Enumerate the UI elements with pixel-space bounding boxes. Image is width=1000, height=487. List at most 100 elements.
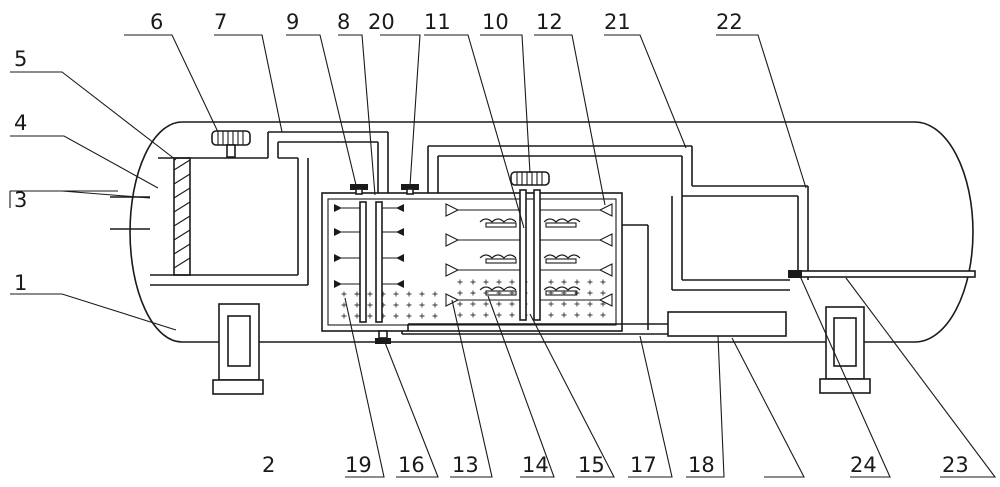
filler-mark [470,301,476,307]
filler-mark [600,279,606,285]
spray-nozzles [445,203,613,307]
filler-mark [574,312,580,318]
callout-18: 18 [688,453,715,477]
return-pipe [427,145,693,330]
callout-3: 3 [14,188,27,212]
reaction-box [321,192,623,332]
filler-mark [561,301,567,307]
filler-mark [561,312,567,318]
valve-16 [375,330,391,344]
pretreatment-chamber [150,131,389,286]
filler-mark [432,291,438,297]
callout-10: 10 [482,10,509,34]
filler-mark [483,301,489,307]
filler-mark [367,313,373,319]
callout-16: 16 [398,453,425,477]
filler-mark [341,313,347,319]
filler-mark [406,302,412,308]
filler-mark [470,290,476,296]
filler-mark [367,302,373,308]
filler-mark [496,279,502,285]
callout-2: 2 [262,453,275,477]
filler-mark [341,302,347,308]
callout-4: 4 [14,111,27,135]
filler-mark [432,302,438,308]
motor-6 [211,130,251,158]
filler-mark [419,291,425,297]
callout-labels: 1 2 3 4 5 6 7 9 8 20 11 10 12 21 22 19 1… [14,10,969,477]
filler-mark [587,312,593,318]
filler-mark [587,290,593,296]
filler-mark [496,301,502,307]
filler-mark [600,290,606,296]
right-chamber [671,185,809,291]
callout-24: 24 [850,453,877,477]
filler-mark [587,301,593,307]
filler-mark [457,312,463,318]
tank-body [129,121,974,343]
filler-mark [600,312,606,318]
filler-mark [574,290,580,296]
callout-1: 1 [14,271,27,295]
callout-22: 22 [716,10,743,34]
support-left [212,303,264,395]
filler-mark [393,302,399,308]
filler-mark [341,291,347,297]
filler-mark [509,301,515,307]
filler-mark [587,279,593,285]
filler-mark [509,279,515,285]
central-shaft [519,189,541,321]
filler-mark [470,312,476,318]
callout-11: 11 [424,10,451,34]
callout-12: 12 [536,10,563,34]
valve-20 [401,184,419,195]
callout-21: 21 [604,10,631,34]
outlet-pipe [788,270,976,278]
filler-mark [457,279,463,285]
callout-13: 13 [452,453,479,477]
filler-mark [548,312,554,318]
valve-9 [350,184,368,195]
filler-mark [470,279,476,285]
filler-mark [548,279,554,285]
filler-mark [354,313,360,319]
leader-lines [9,34,997,478]
filler-mark [406,291,412,297]
filler-mark [457,290,463,296]
callout-8: 8 [337,10,350,34]
callout-20: 20 [368,10,395,34]
filler-mark [483,312,489,318]
filler-mark [406,313,412,319]
filler-mark [548,301,554,307]
filler-mark [419,313,425,319]
callout-9: 9 [286,10,299,34]
callout-17: 17 [630,453,657,477]
filter-screen [173,157,191,276]
sludge-pipe [401,311,787,337]
filler-mark [354,291,360,297]
motor-10 [510,171,550,186]
filler-mark [483,279,489,285]
filler-mark [393,291,399,297]
callout-5: 5 [14,47,27,71]
filler-mark [432,313,438,319]
filler-mark [354,302,360,308]
callout-15: 15 [578,453,605,477]
filler-mark [367,291,373,297]
callout-23: 23 [942,453,969,477]
filler-mark [496,312,502,318]
filler-mark [561,279,567,285]
filler-mark [393,313,399,319]
stirring-blades [479,218,581,296]
support-right [819,306,871,394]
filler-mark [419,302,425,308]
left-stirring-column [334,201,404,323]
filler-mark [457,301,463,307]
filler-mark [574,279,580,285]
callout-6: 6 [150,10,163,34]
callout-19: 19 [345,453,372,477]
filler-mark [600,301,606,307]
filler-mark [574,301,580,307]
callout-7: 7 [214,10,227,34]
